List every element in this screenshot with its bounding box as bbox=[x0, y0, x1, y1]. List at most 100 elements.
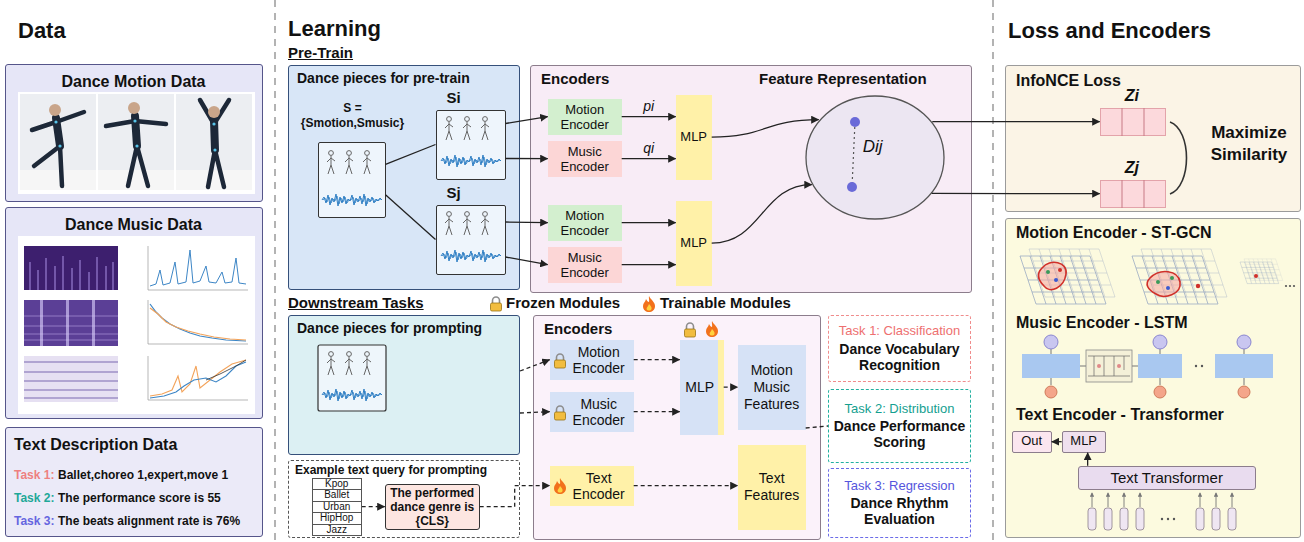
loss-panel: InfoNCE LossMaximize Similarity ZiZj bbox=[1005, 65, 1301, 212]
task-box: Task 1: ClassificationDance Vocabulary R… bbox=[828, 315, 971, 382]
node-text: The beats alignment rate is 76% bbox=[58, 514, 240, 528]
mlp-box: MLP bbox=[1062, 431, 1106, 453]
section-label: Loss and Encoders bbox=[1008, 18, 1211, 44]
panel-heading: Example text query for prompting bbox=[295, 463, 487, 477]
node-text: Motion Encoder bbox=[550, 208, 620, 238]
section-label: Frozen Modules bbox=[506, 294, 620, 312]
panel-heading: Dance Motion Data bbox=[6, 72, 261, 91]
data-panel: Dance Motion Data bbox=[5, 64, 263, 202]
node-text: Music Encoder bbox=[550, 144, 620, 174]
panel-heading: Zj bbox=[1125, 158, 1139, 177]
encoders-panel: Encoders Feature RepresentationMotion Enc… bbox=[530, 65, 972, 293]
section-label: Data bbox=[18, 18, 66, 44]
panel-heading: Si bbox=[447, 89, 461, 107]
panel-heading: Dance pieces for prompting bbox=[297, 320, 482, 337]
node-text: Out bbox=[1021, 434, 1042, 449]
encoder-box: Motion Encoder bbox=[548, 205, 622, 241]
node-text: Ballet,choreo 1,expert,move 1 bbox=[58, 468, 228, 482]
node-text: Task 3: bbox=[14, 514, 54, 528]
transformer-box: Text Transformer bbox=[1078, 466, 1256, 490]
embedding-box: Zi bbox=[1100, 108, 1166, 136]
node-text: MLP bbox=[680, 236, 707, 251]
node-text: The performance score is 55 bbox=[58, 491, 221, 505]
section-label: Downstream Tasks bbox=[288, 294, 424, 312]
encoder-box: Text Encoder bbox=[550, 466, 634, 506]
encoders-panel: EncodersMotion EncoderMusic Encoder MLP Mo… bbox=[533, 315, 821, 540]
node-text: MLP bbox=[685, 379, 714, 395]
panel-heading: S = {Smotion,Smusic} bbox=[297, 101, 409, 131]
node-text: Text Encoder - Transformer bbox=[1016, 405, 1224, 424]
task-box: Task 2: DistributionDance Performance Sc… bbox=[828, 389, 971, 463]
encoder-box: Music Encoder bbox=[550, 392, 634, 432]
node-text: Music Encoder bbox=[566, 396, 632, 428]
query-panel: Example text query for promptingKpopBall… bbox=[288, 460, 520, 538]
prompting-panel: Dance pieces for prompting bbox=[288, 315, 520, 455]
encoder-box: Music Encoder bbox=[548, 141, 622, 177]
dance-piece: Si bbox=[436, 110, 506, 180]
panel-heading: InfoNCE Loss bbox=[1016, 71, 1121, 90]
panel-heading: Motion Encoder - ST-GCN bbox=[1016, 223, 1212, 242]
node-text: Task 1: Classification bbox=[839, 324, 960, 339]
node-text: Text Transformer bbox=[1110, 469, 1223, 486]
genre-list: KpopBalletUrbanHipHopJazz bbox=[312, 478, 362, 536]
encoder-box: Motion Encoder bbox=[548, 99, 622, 135]
node-text: Motion Music Features bbox=[740, 362, 804, 413]
panel-heading: Dance pieces for pre-train bbox=[297, 70, 470, 87]
encoder-box: Motion Encoder bbox=[550, 340, 634, 380]
encoder-box: Music Encoder bbox=[548, 247, 622, 283]
feature-box: Motion Music Features bbox=[738, 345, 806, 430]
section-label: Pre-Train bbox=[288, 44, 353, 62]
panel-heading: Text Description Data bbox=[14, 435, 177, 454]
feature-box: Text Features bbox=[738, 445, 806, 530]
edge-label: qi bbox=[641, 140, 656, 157]
node-text: Text Encoder bbox=[566, 470, 632, 502]
node-text: Dij bbox=[863, 137, 883, 157]
edge-label: pi bbox=[641, 98, 656, 115]
node-text: Maximize Similarity bbox=[1202, 122, 1296, 166]
dance-piece: Sj bbox=[436, 205, 506, 275]
ellipse-outline bbox=[806, 96, 944, 219]
node-text: Motion Encoder bbox=[550, 102, 620, 132]
panel-heading: Zi bbox=[1125, 86, 1139, 105]
distance-line bbox=[852, 122, 855, 187]
task-box: Task 3: RegressionDance Rhythm Evaluatio… bbox=[828, 468, 971, 538]
node-text: MLP bbox=[680, 130, 707, 145]
mlp-box: MLP bbox=[676, 95, 712, 180]
node-text: Feature Representation bbox=[759, 70, 927, 88]
node-text: Dance Vocabulary Recognition bbox=[831, 341, 968, 373]
node-text: Dance Performance Scoring bbox=[831, 418, 968, 450]
ellipse-shape bbox=[805, 95, 945, 220]
node-text: Task 3: Regression bbox=[844, 479, 955, 494]
feature-space: Dij bbox=[805, 95, 945, 220]
section-label: Learning bbox=[288, 16, 381, 42]
encoders-panel: Motion Encoder - ST-GCN Music Encoder - L… bbox=[1005, 218, 1301, 538]
feature-dot bbox=[847, 182, 857, 192]
node-text: Music Encoder bbox=[550, 250, 620, 280]
data-panel: Text Description DataTask 1: Ballet,chore… bbox=[5, 427, 263, 537]
mlp-box: MLP bbox=[676, 201, 712, 286]
node-text: Task 2: Distribution bbox=[845, 402, 955, 417]
mlp-box: MLP bbox=[680, 340, 724, 435]
panel-heading: Dance Music Data bbox=[6, 215, 261, 234]
feature-dot bbox=[850, 117, 860, 127]
pretrain-panel: Dance pieces for pre-train S = {Smotion,S… bbox=[288, 65, 520, 290]
node-text: Dance Rhythm Evaluation bbox=[831, 495, 968, 527]
node-text: MLP bbox=[1070, 434, 1097, 449]
output-box: Out bbox=[1012, 431, 1052, 453]
node-text: Task 1: bbox=[14, 468, 54, 482]
node-text: Jazz bbox=[312, 524, 362, 537]
embedding-box: Zj bbox=[1100, 180, 1166, 208]
node-text: Music Encoder - LSTM bbox=[1016, 313, 1188, 332]
node-text: Task 2: bbox=[14, 491, 54, 505]
node-text: Text Features bbox=[740, 470, 804, 504]
dance-piece: S = {Smotion,Smusic} bbox=[318, 142, 386, 218]
panel-heading: Encoders bbox=[541, 70, 609, 88]
node-text: Motion Encoder bbox=[566, 344, 632, 376]
panel-heading: Encoders bbox=[544, 320, 612, 338]
node-text: The performed dance genre is {CLS} bbox=[388, 486, 477, 528]
data-panel: Dance Music Data bbox=[5, 207, 263, 419]
section-label: Trainable Modules bbox=[660, 294, 791, 312]
prompt-box: The performed dance genre is {CLS} bbox=[385, 484, 480, 530]
panel-heading: Sj bbox=[447, 184, 461, 202]
